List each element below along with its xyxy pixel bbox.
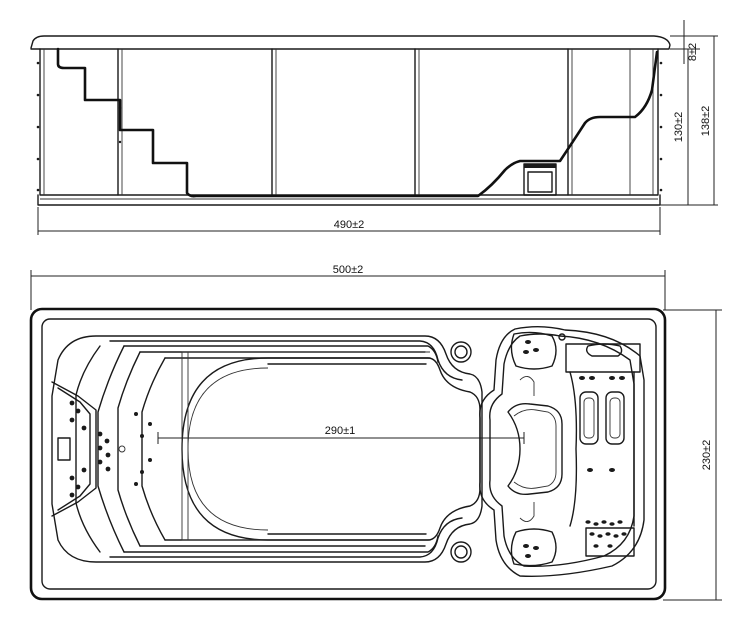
plan-outer-rim [29,307,667,601]
plan-width-dimension [663,309,722,601]
left-jets [69,400,152,498]
plan-view: 500±2 230±2 [29,264,722,601]
plan-drains [450,333,566,563]
side-elevation-view: 490±2 8±2 130±2 138±2 [30,20,718,235]
plan-inner-rim [41,318,657,590]
side-skimmer [523,163,557,196]
swim-area-label: 290±1 [325,425,356,437]
left-jet-panel [51,381,152,517]
control-panel [57,437,71,461]
side-depth-dimensions [658,20,718,206]
side-frame-posts [117,48,631,196]
plan-length-dimension [30,270,666,310]
side-base [37,194,661,206]
side-tub-profile [56,47,659,198]
swim-basin [51,335,483,563]
total-depth-label: 138±2 [700,106,712,137]
side-shell [39,48,659,196]
swim-area-frame [157,351,525,541]
inner-depth-label: 130±2 [673,112,685,143]
rim-height-label: 8±2 [687,43,699,61]
plan-length-label: 500±2 [333,264,364,276]
side-length-label: 490±2 [334,219,365,231]
side-length-dimension [37,207,661,235]
plan-width-label: 230±2 [701,440,713,471]
spa-seating-area [479,326,645,577]
spa-jets [523,340,627,558]
side-rim [30,35,671,50]
